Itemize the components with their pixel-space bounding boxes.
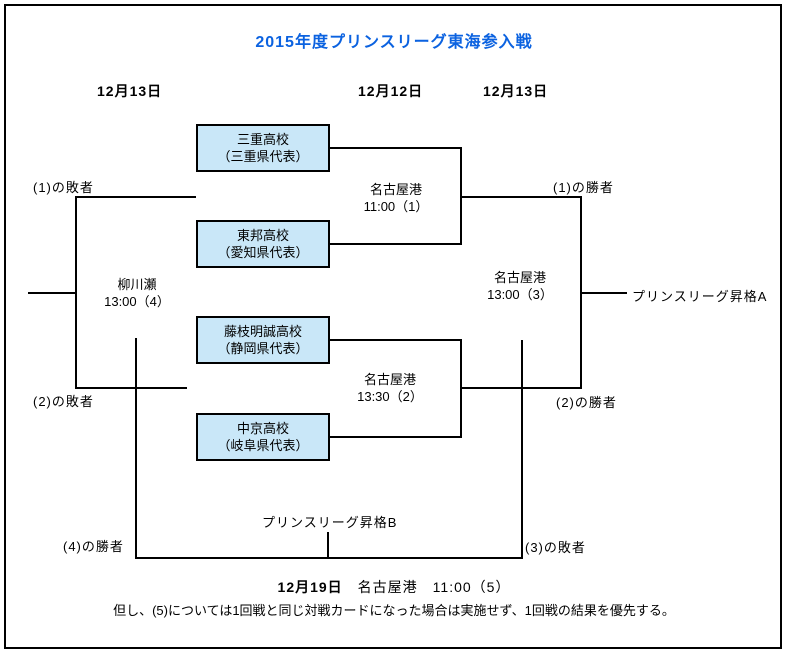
team-name: 中京高校 bbox=[236, 421, 289, 436]
team-name: 三重高校 bbox=[236, 132, 289, 147]
match3-venue: 名古屋港 bbox=[493, 270, 546, 285]
label-promotion-b: プリンスリーグ昇格B bbox=[262, 515, 398, 530]
team-region: （岐阜県代表） bbox=[217, 438, 309, 453]
label-winner-of-2: (2)の勝者 bbox=[556, 395, 617, 410]
match4-bottom-connector bbox=[75, 387, 187, 389]
match2-top-connector bbox=[330, 339, 462, 341]
match4-time: 13:00（4） bbox=[104, 294, 170, 309]
team-box-fujieda-meisei: 藤枝明誠高校 （静岡県代表） bbox=[196, 316, 330, 364]
match4-venue: 柳川瀬 bbox=[117, 277, 157, 292]
match5-date: 12月19日 bbox=[277, 579, 343, 595]
page-border bbox=[4, 4, 782, 649]
team-name: 藤枝明誠高校 bbox=[223, 324, 302, 339]
page-title: 2015年度プリンスリーグ東海参入戦 bbox=[255, 34, 533, 51]
team-region: （愛知県代表） bbox=[217, 245, 309, 260]
column-date-right: 12月13日 bbox=[483, 83, 549, 99]
match5-venue-time: 名古屋港 11:00（5） bbox=[342, 579, 511, 595]
match1-time: 11:00（1） bbox=[363, 199, 429, 214]
match5-schedule: 12月19日 名古屋港 11:00（5） bbox=[0, 577, 788, 597]
match5-left-feed-vertical bbox=[135, 338, 137, 559]
team-box-mie: 三重高校 （三重県代表） bbox=[196, 124, 330, 172]
team-box-chukyo: 中京高校 （岐阜県代表） bbox=[196, 413, 330, 461]
match1-info: 名古屋港 11:00（1） bbox=[326, 181, 466, 215]
column-date-left: 12月13日 bbox=[97, 83, 163, 99]
match4-info: 柳川瀬 13:00（4） bbox=[67, 276, 207, 310]
team-box-toho: 東邦高校 （愛知県代表） bbox=[196, 220, 330, 268]
match3-winner-line bbox=[580, 292, 627, 294]
match1-bottom-connector bbox=[330, 243, 462, 245]
match2-bottom-connector bbox=[330, 436, 462, 438]
team-name: 東邦高校 bbox=[236, 228, 289, 243]
label-loser-of-1: (1)の敗者 bbox=[33, 180, 94, 195]
match3-info: 名古屋港 13:00（3） bbox=[450, 269, 590, 303]
label-promotion-a: プリンスリーグ昇格A bbox=[632, 289, 768, 304]
match4-top-connector bbox=[75, 196, 196, 198]
match3-time: 13:00（3） bbox=[487, 287, 553, 302]
match1-winner-line bbox=[460, 196, 582, 198]
label-loser-of-2: (2)の敗者 bbox=[33, 394, 94, 409]
label-winner-of-4: (4)の勝者 bbox=[63, 539, 124, 554]
promotion-b-tick bbox=[327, 532, 329, 557]
label-loser-of-3: (3)の敗者 bbox=[525, 540, 586, 555]
match4-bracket-vertical bbox=[75, 196, 77, 389]
match1-venue: 名古屋港 bbox=[369, 182, 422, 197]
team-region: （三重県代表） bbox=[217, 149, 309, 164]
match1-top-connector bbox=[330, 147, 462, 149]
match2-info: 名古屋港 13:30（2） bbox=[320, 371, 460, 405]
match5-bottom-line bbox=[135, 557, 523, 559]
column-date-middle: 12月12日 bbox=[358, 83, 424, 99]
match4-winner-line bbox=[28, 292, 75, 294]
footnote: 但し、(5)については1回戦と同じ対戦カードになった場合は実施せず、1回戦の結果… bbox=[113, 603, 675, 618]
team-region: （静岡県代表） bbox=[217, 341, 309, 356]
label-winner-of-1: (1)の勝者 bbox=[553, 180, 614, 195]
match5-right-feed-vertical bbox=[521, 340, 523, 559]
match2-venue: 名古屋港 bbox=[363, 372, 416, 387]
match2-time: 13:30（2） bbox=[357, 389, 423, 404]
